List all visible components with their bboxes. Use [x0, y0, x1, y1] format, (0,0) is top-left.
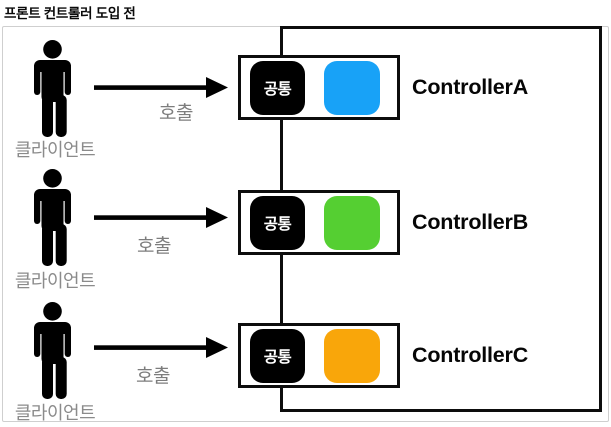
call-label: 호출 [137, 236, 171, 257]
person-icon [34, 40, 71, 137]
arrow-right-icon [94, 207, 228, 228]
controller-box: 공통 [238, 323, 400, 388]
common-chip: 공통 [250, 60, 305, 115]
controller-color-chip [324, 195, 380, 250]
controller-name: ControllerA [412, 75, 529, 99]
page-title: 프론트 컨트롤러 도입 전 [4, 6, 136, 21]
call-label: 호출 [159, 103, 193, 124]
controller-box: 공통 [238, 190, 400, 255]
common-chip: 공통 [250, 328, 305, 383]
common-chip: 공통 [250, 195, 305, 250]
controller-name: ControllerC [412, 343, 529, 367]
controller-name: ControllerB [412, 210, 529, 234]
person-icon [34, 302, 71, 399]
client-label: 클라이언트 [14, 271, 96, 291]
arrow-right-icon [94, 337, 228, 358]
client-label: 클라이언트 [14, 403, 96, 423]
controller-color-chip [324, 60, 380, 115]
controller-color-chip [324, 328, 380, 383]
call-label: 호출 [136, 366, 170, 387]
client-label: 클라이언트 [14, 140, 96, 160]
arrow-right-icon [94, 77, 228, 98]
controller-box: 공통 [238, 55, 400, 120]
person-icon [34, 169, 71, 266]
